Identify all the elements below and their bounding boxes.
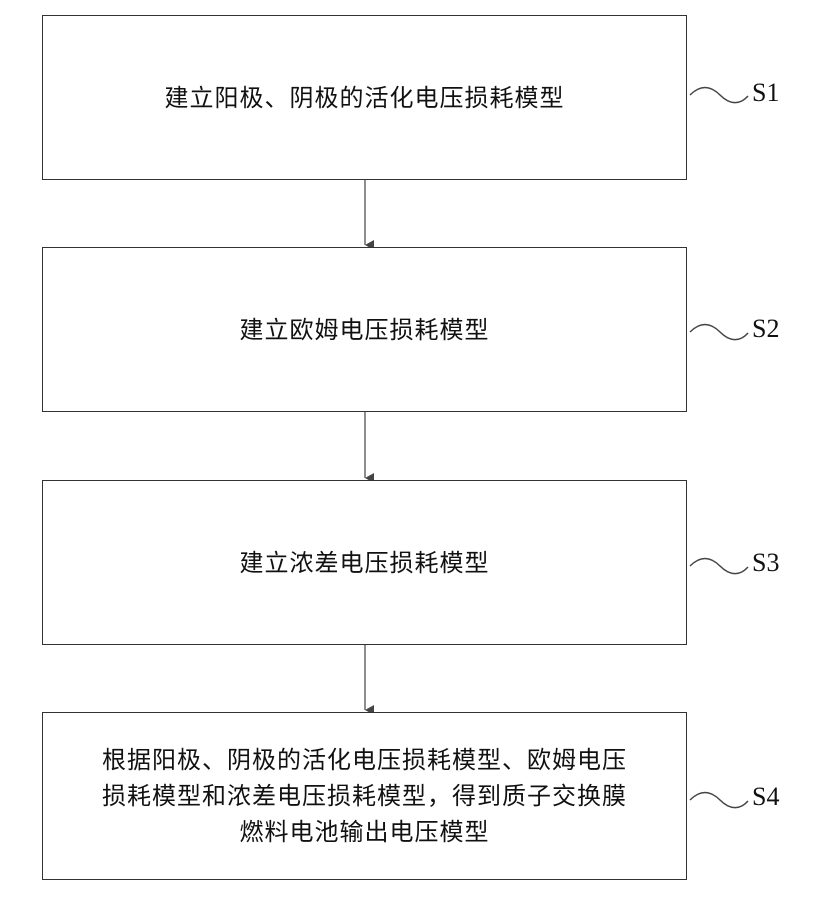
step-label-s4: S4	[752, 782, 779, 812]
step-text-s4: 根据阳极、阴极的活化电压损耗模型、欧姆电压 损耗模型和浓差电压损耗模型，得到质子…	[102, 742, 627, 850]
step-box-s2: 建立欧姆电压损耗模型	[42, 247, 687, 412]
step-box-s3: 建立浓差电压损耗模型	[42, 480, 687, 645]
step-label-s2: S2	[752, 314, 779, 344]
step-text-s1: 建立阳极、阴极的活化电压损耗模型	[165, 80, 565, 116]
tilde-connector-s1	[690, 88, 748, 103]
step-label-s1: S1	[752, 78, 779, 108]
step-label-s3: S3	[752, 548, 779, 578]
step-text-s4-line-3: 燃料电池输出电压模型	[102, 814, 627, 850]
step-text-s2: 建立欧姆电压损耗模型	[240, 312, 490, 348]
step-text-s4-line-1: 根据阳极、阴极的活化电压损耗模型、欧姆电压	[102, 742, 627, 778]
tilde-connector-s2	[690, 325, 748, 340]
step-text-s4-line-2: 损耗模型和浓差电压损耗模型，得到质子交换膜	[102, 778, 627, 814]
step-box-s4: 根据阳极、阴极的活化电压损耗模型、欧姆电压 损耗模型和浓差电压损耗模型，得到质子…	[42, 712, 687, 880]
step-box-s1: 建立阳极、阴极的活化电压损耗模型	[42, 15, 687, 180]
tilde-connector-s3	[690, 559, 748, 574]
tilde-connector-s4	[690, 793, 748, 808]
step-text-s3: 建立浓差电压损耗模型	[240, 545, 490, 581]
